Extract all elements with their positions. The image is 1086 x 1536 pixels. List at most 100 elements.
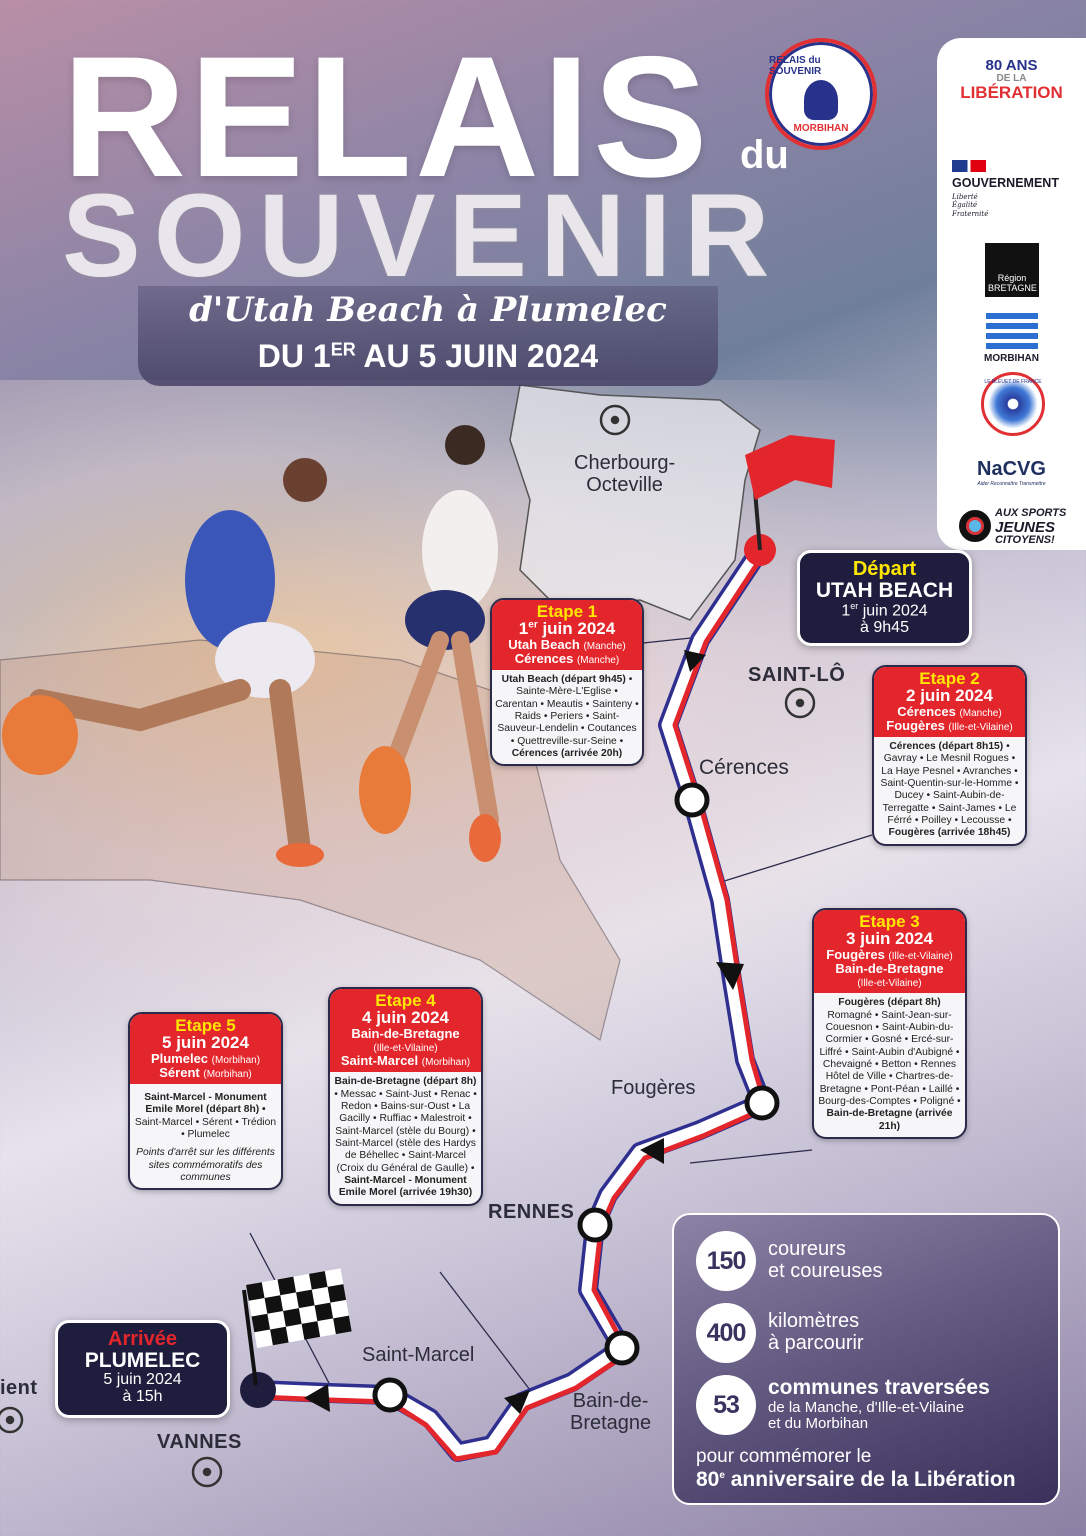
stage-stops: • Sainte-Mère-L'Eglise • Carentan • Meau… xyxy=(495,674,639,747)
stage-date: 5 juin 2024 xyxy=(133,1034,278,1051)
logo-text: BRETAGNE xyxy=(988,283,1037,294)
month: juin 2024 xyxy=(858,602,928,620)
stat-label: de la Manche, d'Ille-et-Vilaine xyxy=(768,1399,965,1417)
stage-date: 4 juin 2024 xyxy=(333,1009,478,1026)
relais-souvenir-logo: RELAIS du SOUVENIR MORBIHAN xyxy=(765,38,877,150)
stage-number: Etape 4 xyxy=(375,991,436,1010)
bleuet-de-france-logo: LE BLEUET DE FRANCE xyxy=(981,372,1045,436)
stage-date: 1er juin 2024 xyxy=(495,620,639,637)
label-line: Octeville xyxy=(586,474,663,496)
stage-start: Bain-de-Bretagne (départ 8h) xyxy=(334,1076,477,1088)
arrivee-box: Arrivée PLUMELEC 5 juin 2024 à 15h xyxy=(55,1320,230,1418)
logo-text: CITOYENS! xyxy=(995,534,1055,547)
logo-text: JEUNES xyxy=(995,518,1056,536)
stage-from: Utah Beach xyxy=(508,636,580,652)
target-icon xyxy=(959,510,991,542)
month: juin 2024 xyxy=(855,929,933,949)
subtitle-route: d'Utah Beach à Plumelec xyxy=(189,290,667,330)
dept: (Ille-et-Vilaine) xyxy=(888,950,953,962)
stop-bain xyxy=(604,1330,640,1366)
arrow-icon xyxy=(304,1384,330,1412)
arrivee-label: Arrivée xyxy=(108,1328,177,1350)
depart-label: Départ xyxy=(852,558,917,580)
arrivee-time: à 15h xyxy=(122,1387,163,1405)
footer-num: 80 xyxy=(696,1467,720,1491)
stage-start: Cérences (départ 8h15) xyxy=(889,741,1004,753)
dept: (Morbihan) xyxy=(203,1068,252,1080)
logo-text: AUX SPORTS xyxy=(995,507,1067,519)
title-souvenir: SOUVENIR xyxy=(62,170,783,302)
title-relais: RELAIS xyxy=(62,21,711,213)
stage-number: Etape 5 xyxy=(175,1016,236,1035)
day: 5 xyxy=(162,1033,172,1053)
depart-time: à 9h45 xyxy=(860,619,909,637)
label-lorient: ient xyxy=(0,1377,38,1399)
stage-date: 3 juin 2024 xyxy=(817,930,962,947)
arrivee-date: 5 juin 2024 xyxy=(103,1371,182,1389)
day: 1 xyxy=(518,619,529,639)
dept: (Manche) xyxy=(959,707,1002,719)
day: 3 xyxy=(846,929,856,949)
partner-logos-panel: 80 ANS DE LA LIBÉRATION GOUVERNEMENT Lib… xyxy=(937,38,1086,550)
depart-date: 1er juin 2024 xyxy=(800,601,969,620)
footer-line: pour commémorer le xyxy=(696,1446,872,1467)
event-dates: DU 1ER AU 5 JUIN 2024 xyxy=(138,338,718,375)
runners-illustration xyxy=(2,425,501,867)
stage-start: Utah Beach (départ 9h45) xyxy=(501,674,626,686)
stop-fougeres xyxy=(744,1085,780,1121)
month: juin 2024 xyxy=(171,1033,249,1053)
label-line: Cherbourg- xyxy=(574,452,676,474)
month: juin 2024 xyxy=(537,619,616,639)
logo-text: 80 ANS xyxy=(985,57,1038,74)
logo-tagline: Aider Reconnaître Transmettre xyxy=(977,481,1046,487)
direction-arrows xyxy=(304,650,744,1414)
stat-label: et coureuses xyxy=(768,1260,883,1282)
stage-to: Cérences xyxy=(514,650,574,666)
stage-start: Saint-Marcel - Monument Emile Morel (dép… xyxy=(144,1092,267,1116)
stage-date: 2 juin 2024 xyxy=(877,687,1022,704)
french-flag-icon xyxy=(952,160,986,172)
stage-stops: • Messac • Saint-Just • Renac • Redon • … xyxy=(334,1088,477,1174)
dates-end: AU 5 JUIN 2024 xyxy=(355,338,599,374)
logo-text: MORBIHAN xyxy=(984,353,1039,364)
stat-label: et du Morbihan xyxy=(768,1415,869,1433)
day: 4 xyxy=(362,1008,372,1028)
label-saint-marcel: Saint-Marcel xyxy=(362,1344,475,1366)
stage-start: Fougères (départ 8h) xyxy=(838,997,941,1009)
morbihan-logo: MORBIHAN xyxy=(937,313,1086,364)
dates-start: DU 1 xyxy=(257,338,331,374)
arrow-icon xyxy=(640,1138,664,1164)
dept: (Manche) xyxy=(576,654,620,666)
label-cherbourg: Cherbourg-Octeville xyxy=(574,452,675,496)
logo-text: DE LA xyxy=(996,72,1027,84)
logo-text: NaCVG xyxy=(977,458,1046,480)
depart-place: UTAH BEACH xyxy=(815,579,954,602)
stage-from: Bain-de-Bretagne xyxy=(351,1025,460,1041)
dept: (Morbihan) xyxy=(421,1057,471,1069)
motto-line: Égalité xyxy=(952,201,978,210)
arrow-icon xyxy=(684,650,706,672)
stop-markers xyxy=(372,782,780,1413)
month: juin 2024 xyxy=(371,1008,449,1028)
stage-end: Fougères (arrivée 18h45) xyxy=(888,827,1011,839)
stat-label: communes traversées xyxy=(768,1376,990,1400)
label-line: Bain-de- xyxy=(572,1390,649,1412)
city-markers xyxy=(0,404,816,1488)
stage-number: Etape 3 xyxy=(859,912,920,931)
day: 1 xyxy=(841,602,851,620)
logo-text: LE BLEUET DE FRANCE xyxy=(984,379,1042,385)
finish-marker xyxy=(240,1372,276,1408)
stop-cerences xyxy=(674,782,710,818)
label-line: Bretagne xyxy=(570,1412,652,1434)
brittany-coast xyxy=(0,639,621,1041)
depart-box: Départ UTAH BEACH 1er juin 2024 à 9h45 xyxy=(797,550,972,646)
footer-sup: e xyxy=(719,1469,725,1481)
stage-to: Bain-de-Bretagne xyxy=(835,960,944,976)
stage-to: Sérent xyxy=(159,1064,200,1080)
logo-text: Région xyxy=(997,273,1027,284)
